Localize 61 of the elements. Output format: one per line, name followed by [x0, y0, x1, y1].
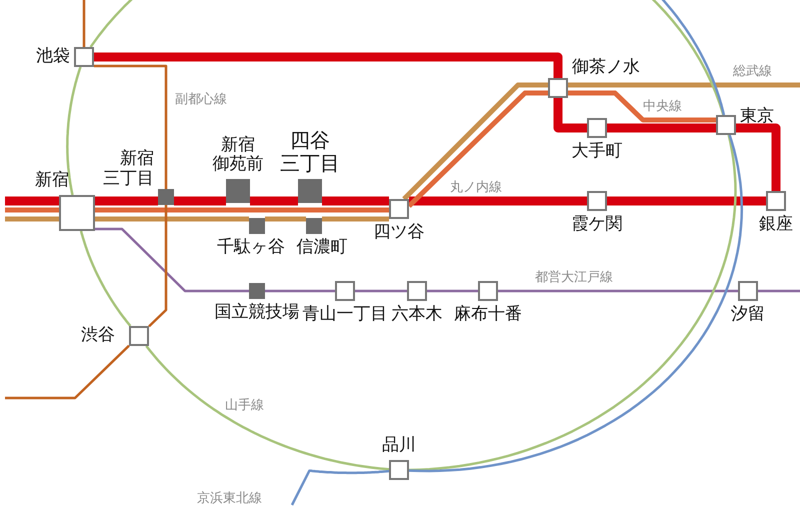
- line-name: 京浜東北線: [197, 490, 262, 507]
- rail-line: [265, 290, 335, 292]
- rail-line: [607, 196, 766, 206]
- station-name: 青山一丁目: [302, 305, 388, 325]
- station-name: 六本木: [392, 305, 442, 325]
- line-name: 都営大江戸線: [535, 269, 613, 286]
- station-name: 御茶ノ水: [572, 58, 640, 78]
- rail-line: [409, 196, 587, 206]
- station-name: 新宿: [35, 171, 69, 191]
- station-name: 池袋: [36, 47, 70, 67]
- rail-line: [95, 228, 249, 292]
- line-name: 丸ノ内線: [450, 179, 502, 196]
- rail-line: [80, 230, 132, 327]
- station-name: 東京: [740, 107, 774, 127]
- rail-line: [94, 64, 168, 189]
- rail-line: [554, 98, 587, 132]
- rail-line: [427, 290, 478, 292]
- station-name: 大手町: [572, 142, 622, 162]
- station-name: 四ツ谷: [374, 223, 424, 243]
- line-name: 中央線: [643, 98, 682, 115]
- line-name: 山手線: [225, 397, 264, 414]
- rail-line: [290, 469, 390, 506]
- station-name: 渋谷: [81, 326, 115, 346]
- rail-line: [322, 196, 389, 206]
- rail-line: [174, 196, 226, 206]
- station-name: 国立競技場: [214, 303, 300, 323]
- rail-line: [66, 66, 82, 196]
- rail-line: [322, 216, 389, 222]
- rail-line: [355, 290, 407, 292]
- line-name: 総武線: [733, 63, 772, 80]
- rail-line: [94, 52, 562, 78]
- station-name: 信濃町: [296, 238, 348, 258]
- rail-line: [5, 196, 59, 206]
- rail-line: [95, 216, 249, 222]
- rail-line: [82, 0, 86, 47]
- station-name: 麻布十番: [454, 305, 522, 325]
- rail-line: [736, 124, 780, 191]
- rail-line: [568, 90, 716, 122]
- rail-line: [95, 208, 389, 212]
- station-name: 銀座: [759, 215, 793, 235]
- rail-line: [250, 196, 298, 206]
- station-name: 霞ケ関: [572, 215, 622, 235]
- rail-line: [5, 344, 130, 400]
- rail-line: [568, 82, 800, 88]
- rail-line: [145, 345, 390, 471]
- rail-line: [5, 216, 59, 222]
- rail-line: [758, 290, 800, 292]
- station-name: 品川: [382, 436, 416, 456]
- station-name: 四谷三丁目: [280, 129, 340, 175]
- line-name: 副都心線: [175, 91, 227, 108]
- station-name: 千駄ヶ谷: [217, 238, 285, 258]
- rail-line: [5, 208, 59, 212]
- rail-line: [95, 196, 158, 206]
- station-name: 新宿御苑前: [212, 136, 264, 175]
- station-name: 新宿三丁目: [103, 149, 154, 189]
- rail-line: [90, 0, 724, 116]
- rail-line: [265, 216, 306, 222]
- rail-line: [148, 205, 168, 328]
- rail-line: [607, 124, 716, 132]
- station-name: 汐留: [731, 305, 765, 325]
- rail-line: [498, 290, 738, 292]
